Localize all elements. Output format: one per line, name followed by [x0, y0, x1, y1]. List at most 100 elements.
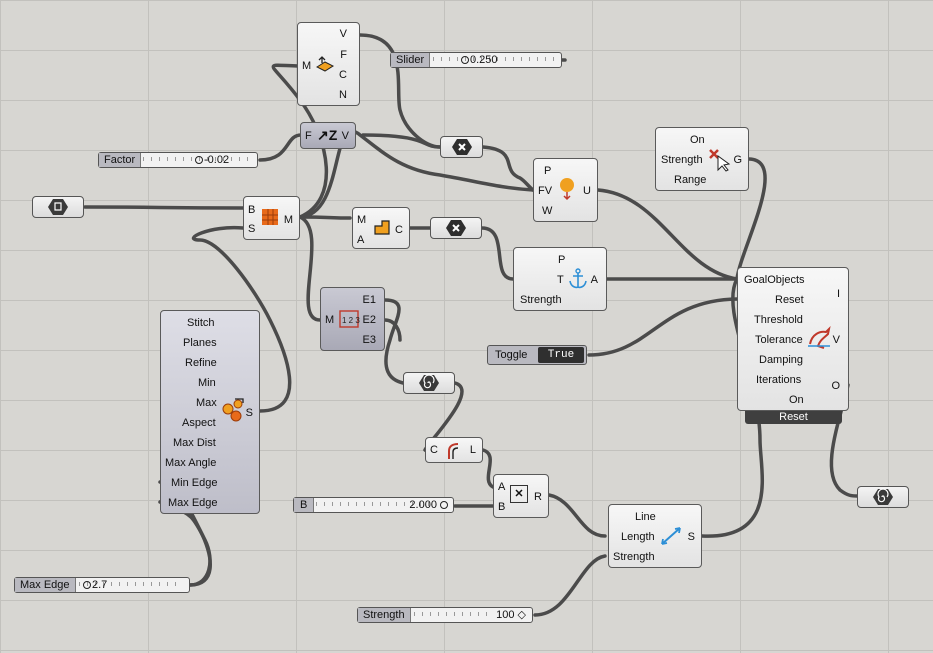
input-label-goalobjects: GoalObjects [744, 274, 805, 286]
input-label-planes: Planes [183, 337, 217, 349]
wire [587, 297, 739, 357]
output-label-v: V [339, 28, 347, 40]
input-label-p: P [544, 165, 552, 177]
slider-name: B [294, 498, 315, 512]
face-edges-icon: 1 2 3 [339, 310, 360, 328]
anchor-node[interactable]: P T Strength A [513, 247, 607, 311]
input-label: C [430, 444, 438, 456]
input-label-maxdist: Max Dist [173, 437, 216, 449]
slider-knob-icon[interactable] [461, 56, 469, 64]
output-label-v: V [832, 334, 840, 346]
slider-value[interactable]: -0.02 [195, 153, 229, 167]
input-label-threshold: Threshold [754, 314, 803, 326]
multiply-icon [451, 139, 472, 155]
slider-knob-icon[interactable] [440, 501, 448, 509]
wire [83, 205, 245, 210]
output-label: C [395, 224, 403, 236]
wire [481, 448, 495, 489]
slider-factor[interactable]: Factor -0.02 [98, 152, 258, 168]
input-label: M [325, 314, 335, 326]
input-label-strength: Strength [661, 154, 703, 166]
wire [298, 215, 352, 220]
input-label-b: B [498, 501, 506, 513]
slider-name: Slider [391, 53, 431, 67]
slider-knob-icon[interactable] [195, 156, 203, 164]
slider-max-edge[interactable]: Max Edge 2.7 [14, 577, 190, 593]
wire [383, 318, 402, 342]
input-label-line: Line [635, 511, 656, 523]
slider-rail[interactable] [79, 578, 183, 592]
output-label-i: I [836, 288, 840, 300]
output-label: S [687, 531, 695, 543]
slider-value[interactable]: 2.7 [83, 578, 107, 592]
multiplication-node[interactable]: A B ✕ R [493, 474, 549, 518]
slider-value[interactable]: 0.250 [461, 53, 498, 67]
input-label-strength: Strength [520, 294, 562, 306]
wire [298, 215, 322, 322]
grab-node[interactable]: On Strength Range G [655, 127, 749, 191]
triremesh-node[interactable]: Stitch Planes Refine Min Max Aspect Max … [160, 310, 260, 514]
input-label-refine: Refine [185, 357, 217, 369]
output-label-e2: E2 [362, 314, 376, 326]
load-goal-node[interactable]: P FV W U [533, 158, 598, 222]
length-icon [661, 527, 681, 545]
length-goal-node[interactable]: Line Length Strength S [608, 504, 702, 568]
input-label-iterations: Iterations [756, 374, 802, 386]
output-label-c: C [339, 69, 347, 81]
area-node[interactable]: M A C [352, 207, 410, 249]
input-label-range: Range [674, 174, 707, 186]
solver-reset-tag[interactable]: Reset [745, 411, 842, 424]
mesh-param-icon [48, 199, 68, 215]
slider-knob-icon[interactable]: ◇ [517, 609, 526, 621]
input-label-min: Min [198, 377, 216, 389]
anchor-icon [569, 268, 587, 289]
mesh-edges-node[interactable]: M 1 2 3 E1 E2 E3 [320, 287, 385, 351]
toggle-true[interactable]: Toggle True [487, 345, 587, 365]
wire [533, 554, 607, 617]
area-icon [374, 220, 390, 235]
slider-value-text: 2.7 [92, 579, 108, 591]
mesh-deconstruct-icon [315, 56, 335, 72]
input-label-aspect: Aspect [182, 417, 216, 429]
slider-top[interactable]: Slider 0.250 [390, 52, 562, 68]
negate-node[interactable] [440, 136, 483, 158]
negate-node-2[interactable] [430, 217, 482, 239]
input-label-strength: Strength [613, 551, 655, 563]
slider-strength[interactable]: Strength 100 ◇ [357, 607, 533, 623]
unit-z-node[interactable]: F ↗Z V [300, 122, 356, 149]
solver-node[interactable]: GoalObjects Reset Threshold Tolerance Da… [737, 267, 849, 411]
input-label-m: M [357, 214, 367, 226]
output-label: U [583, 185, 591, 197]
mesh-brep-node[interactable]: B S M [243, 196, 300, 240]
input-label-on: On [789, 394, 804, 406]
output-label-o: O [831, 380, 840, 392]
slider-b[interactable]: B 2.000 [293, 497, 454, 513]
remesh-icon [222, 398, 244, 422]
slider-name: Strength [358, 608, 411, 622]
input-label-maxedge: Max Edge [168, 497, 218, 509]
slider-rail[interactable] [414, 608, 492, 622]
input-label-fv: FV [538, 185, 553, 197]
output-preview-node[interactable] [857, 486, 909, 508]
input-label-s: S [248, 223, 256, 235]
slider-value[interactable]: 100 ◇ [496, 608, 526, 622]
grab-cursor-icon [709, 149, 731, 172]
input-label-minedge: Min Edge [171, 477, 218, 489]
curve-length-node[interactable]: C L [425, 437, 483, 463]
slider-knob-icon[interactable] [83, 581, 91, 589]
slider-value[interactable]: 2.000 [409, 498, 449, 512]
mesh-smooth-node[interactable] [403, 372, 455, 394]
wire [258, 133, 303, 162]
output-label: M [283, 214, 293, 226]
input-label-maxangle: Max Angle [165, 457, 217, 469]
deconstruct-mesh-node[interactable]: M V F C N [297, 22, 360, 106]
input-label-damping: Damping [759, 354, 804, 366]
toggle-value[interactable]: True [538, 347, 584, 363]
input-label-w: W [542, 205, 553, 217]
slider-rail[interactable] [316, 498, 429, 512]
wire [481, 145, 535, 192]
input-label-a: A [498, 481, 506, 493]
mesh-param-node[interactable] [32, 196, 84, 218]
slider-name: Max Edge [15, 578, 76, 592]
mesh-brep-icon [262, 209, 278, 225]
